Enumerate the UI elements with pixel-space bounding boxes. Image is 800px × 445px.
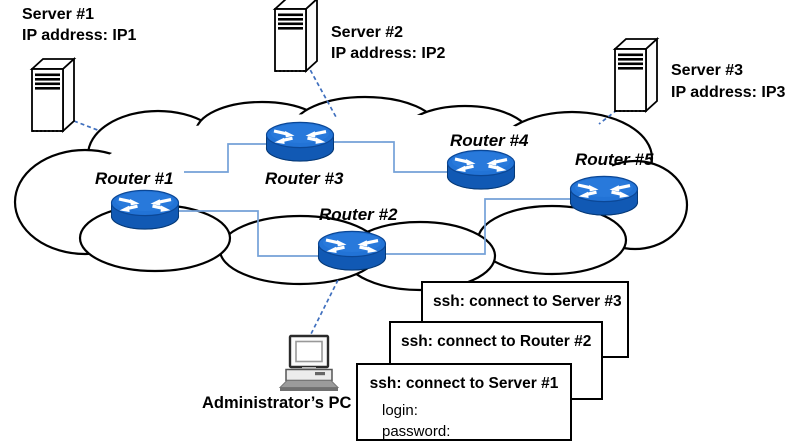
server2-ip-label: IP address: IP2 [331,45,446,62]
link-router3-router4 [330,141,455,173]
link-router1-router3 [184,143,272,173]
admin-pc-icon [278,334,340,393]
router5-label: Router #5 [575,150,654,169]
router3-label: Router #3 [265,169,344,188]
link-server1-cloud [73,120,101,132]
server2-label: Server #2 [331,24,404,41]
ssh-window-router2-title: ssh: connect to Router #2 [401,333,592,350]
server2-tower-icon [274,0,318,72]
router2-label: Router #2 [319,205,398,224]
ssh-window-server1-title: ssh: connect to Server #1 [369,375,559,392]
server3-label: Server #3 [671,62,744,79]
server1-tower-icon [31,58,75,132]
link-router1-router2 [170,210,330,257]
router5-icon [568,174,640,217]
router3-icon [264,120,336,163]
link-server2-router3 [306,63,337,118]
server3-tower-icon [614,38,658,112]
ssh-window-server3-title: ssh: connect to Server #3 [433,293,622,310]
link-router2-router5 [380,198,578,255]
router1-label: Router #1 [95,169,174,188]
server1-ip-label: IP address: IP1 [22,27,137,44]
router4-icon [445,148,517,191]
server1-label: Server #1 [22,6,95,23]
server3-ip-label: IP address: IP3 [671,84,786,101]
link-cloud-admin-pc [309,279,339,337]
admin-pc-label: Administrator’s PC [202,394,352,412]
ssh-window-server1: ssh: connect to Server #1 login: passwor… [356,363,572,441]
link-server3-cloud [598,109,618,125]
password-prompt: password: [382,423,451,440]
router4-label: Router #4 [450,131,529,150]
router2-icon [316,229,388,272]
router1-icon [109,188,181,231]
login-prompt: login: [382,402,418,419]
